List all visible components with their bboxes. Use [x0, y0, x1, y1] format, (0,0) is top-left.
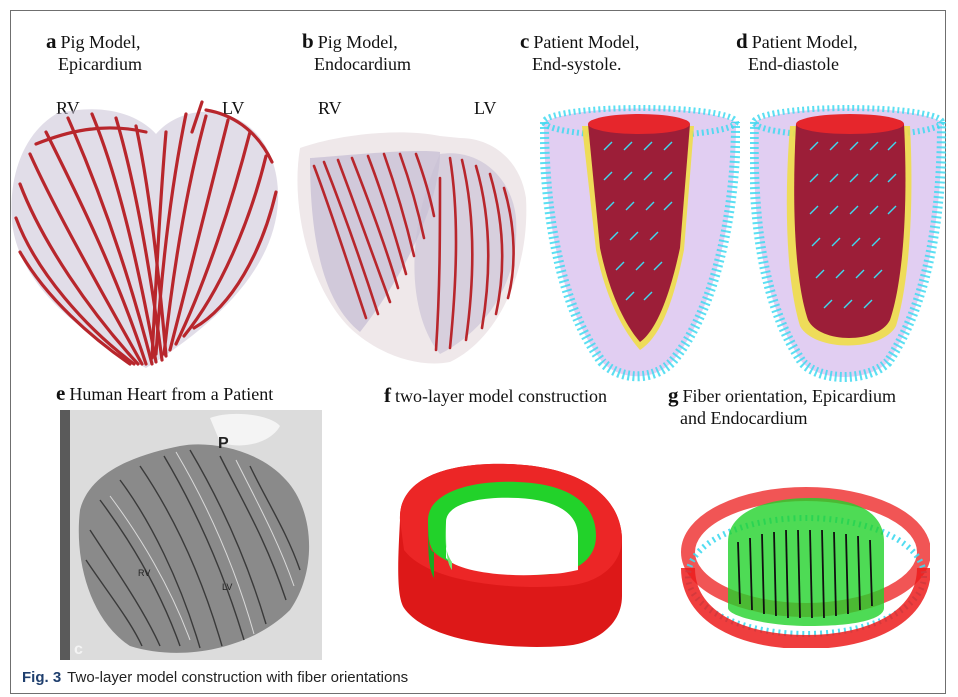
- panel-b-heart-endocardium: [290, 118, 532, 376]
- panel-d-line2: End-diastole: [736, 53, 858, 75]
- panel-g-line1: Fiber orientation, Epicardium: [683, 386, 896, 406]
- figure-caption-label: Fig. 3: [22, 669, 61, 686]
- panel-b-letter: b: [302, 29, 314, 53]
- panel-e-photo-rv: RV: [138, 568, 150, 578]
- panel-a-letter: a: [46, 29, 57, 53]
- panel-g-line2: and Endocardium: [668, 407, 896, 429]
- figure-caption: Fig. 3 Two-layer model construction with …: [22, 669, 408, 686]
- panel-d-patient-end-diastole: [750, 100, 946, 384]
- panel-e-line1: Human Heart from a Patient: [69, 384, 273, 404]
- panel-e-letter: e: [56, 381, 65, 405]
- panel-d-letter: d: [736, 29, 748, 53]
- panel-a-line2: Epicardium: [46, 53, 142, 75]
- panel-e-photo-lv: LV: [222, 582, 232, 592]
- panel-b-line2: Endocardium: [302, 53, 411, 75]
- panel-c-line1: Patient Model,: [533, 32, 639, 52]
- panel-a-heart-epicardium: [6, 92, 286, 374]
- panel-c-patient-end-systole: [540, 100, 740, 384]
- panel-g-fiber-orientation: [680, 458, 930, 648]
- panel-c-letter: c: [520, 29, 529, 53]
- panel-g-letter: g: [668, 383, 679, 407]
- panel-a-line1: Pig Model,: [61, 32, 141, 52]
- panel-f-two-layer-model: [388, 458, 632, 654]
- panel-e-photo-p: P: [218, 435, 229, 452]
- panel-b-line1: Pig Model,: [318, 32, 398, 52]
- panel-b-lv-label: LV: [474, 98, 496, 119]
- panel-f-line1: two-layer model construction: [395, 386, 607, 406]
- panel-d-line1: Patient Model,: [752, 32, 858, 52]
- panel-c-line2: End-systole.: [520, 53, 639, 75]
- panel-e-heart-photo: P RV LV c: [60, 410, 322, 660]
- figure-caption-text: Two-layer model construction with fiber …: [67, 669, 408, 686]
- panel-e-photo-c: c: [74, 641, 83, 658]
- panel-f-letter: f: [384, 383, 391, 407]
- panel-b-rv-label: RV: [318, 98, 342, 119]
